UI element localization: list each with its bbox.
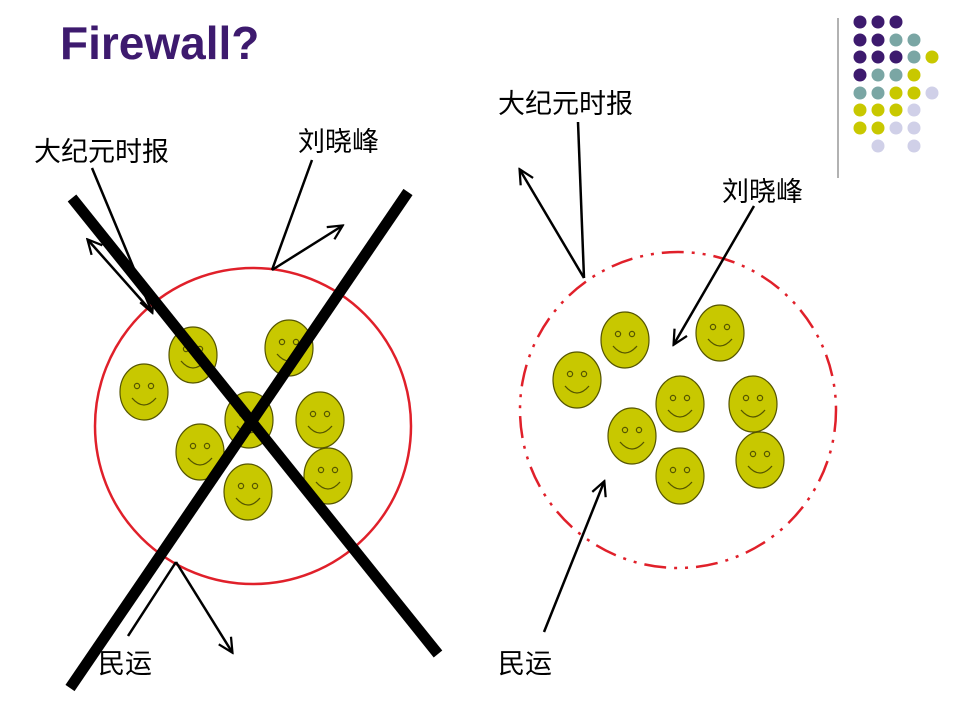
decorative-dot <box>871 103 885 117</box>
smiley-face-right-4 <box>655 375 705 433</box>
arrow-right-newspaper-out <box>520 170 586 279</box>
smiley-face-left-3 <box>119 363 169 421</box>
decorative-dot <box>889 121 903 135</box>
smiley-face-left-7 <box>303 447 353 505</box>
left-boundary-circle <box>93 266 413 586</box>
smiley-face-right-1 <box>600 311 650 369</box>
label-right-bottom: 民运 <box>498 649 552 680</box>
label-left-top: 大纪元时报 <box>34 137 169 168</box>
smiley-face-left-5 <box>295 391 345 449</box>
decorative-dot <box>907 121 921 135</box>
decorative-dot <box>889 68 903 82</box>
decorative-dot <box>853 33 867 47</box>
decorative-dot <box>907 68 921 82</box>
decorative-dot <box>853 68 867 82</box>
decorative-dot <box>871 86 885 100</box>
decorative-dot <box>871 33 885 47</box>
decorative-dot <box>889 50 903 64</box>
cross-stroke-2 <box>65 188 413 692</box>
decorative-dot <box>853 15 867 29</box>
right-boundary-circle <box>518 250 838 570</box>
decorative-dot <box>907 103 921 117</box>
decorative-dot <box>889 33 903 47</box>
decorative-dot <box>889 86 903 100</box>
left-smiley-group <box>119 319 353 521</box>
smiley-face-right-8 <box>655 447 705 505</box>
decorative-dot <box>871 50 885 64</box>
decorative-dot <box>871 15 885 29</box>
decorative-dot <box>907 86 921 100</box>
decorative-dot <box>853 86 867 100</box>
arrow-left-liu-out <box>271 226 342 272</box>
decorative-dot <box>889 15 903 29</box>
label-left-right: 刘晓峰 <box>298 127 379 158</box>
decorative-dot <box>907 50 921 64</box>
decorative-dot <box>853 50 867 64</box>
decorative-dot <box>871 121 885 135</box>
decorative-dot <box>925 50 939 64</box>
decorative-dot <box>853 121 867 135</box>
decorative-dot <box>907 139 921 153</box>
arrow-left-newspaper-out <box>88 240 153 313</box>
smiley-face-right-7 <box>735 431 785 489</box>
decorative-dot <box>925 86 939 100</box>
decorative-dot <box>889 103 903 117</box>
label-right-right: 刘晓峰 <box>722 177 803 208</box>
decorative-dot <box>907 33 921 47</box>
arrow-right-minyun <box>542 482 604 633</box>
decorative-dot-grid <box>853 15 939 153</box>
smiley-face-right-3 <box>552 351 602 409</box>
label-right-top: 大纪元时报 <box>498 89 633 120</box>
decorative-dot <box>853 103 867 117</box>
arrow-left-minyun-out <box>174 561 232 652</box>
slide-title: Firewall? <box>60 17 260 69</box>
right-smiley-group <box>552 304 785 505</box>
arrow-right-newspaper-in <box>576 121 586 279</box>
arrow-left-minyun-in <box>126 561 178 637</box>
decorative-dot <box>871 68 885 82</box>
arrow-left-liu-in <box>270 159 314 271</box>
smiley-face-left-6 <box>175 423 225 481</box>
smiley-face-right-2 <box>695 304 745 362</box>
decorative-dot <box>871 139 885 153</box>
label-left-bottom: 民运 <box>98 649 152 680</box>
smiley-face-right-5 <box>728 375 778 433</box>
smiley-face-right-6 <box>607 407 657 465</box>
smiley-face-left-8 <box>223 463 273 521</box>
arrow-right-liu <box>674 205 756 344</box>
